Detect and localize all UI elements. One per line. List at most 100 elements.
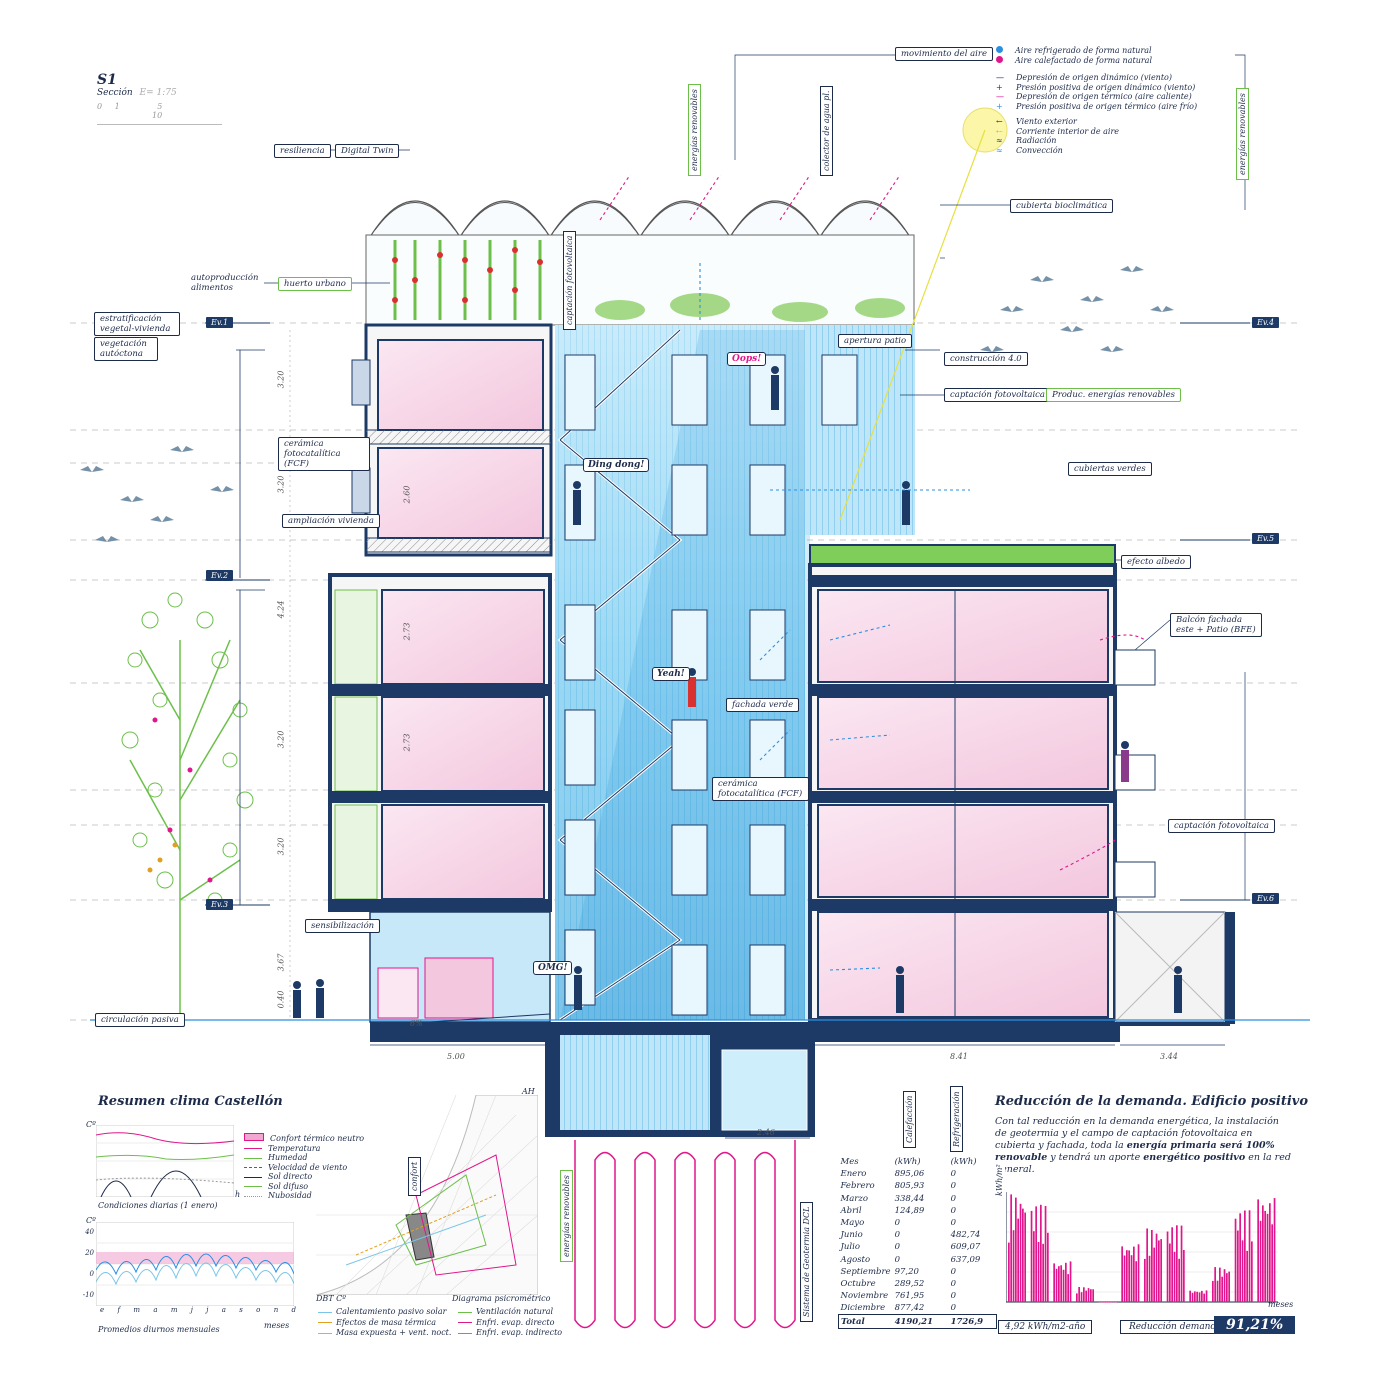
hum-line	[244, 1157, 262, 1159]
height-6: 3.67	[276, 953, 286, 972]
psychro-legend-5-label: Enfri. evap. indirecto	[476, 1328, 563, 1337]
demand-title: Reducción de la demanda. Edificio positi…	[995, 1094, 1308, 1109]
climate-legend-4-label: Sol directo	[268, 1172, 313, 1181]
month-2: m	[133, 1306, 141, 1314]
demand-bar	[1201, 1290, 1203, 1302]
h-label: h	[235, 1190, 241, 1199]
cell-heat: 0	[894, 1230, 900, 1241]
demand-bar	[1180, 1225, 1183, 1302]
cell-cool: 0	[950, 1218, 956, 1229]
demand-bar	[1037, 1242, 1040, 1302]
cell-heat: 895,06	[894, 1169, 925, 1180]
psychro-legend-1: Efectos de masa térmica	[318, 1318, 458, 1328]
psychro-legend-1-line	[318, 1322, 332, 1323]
cell-month: Octubre	[840, 1278, 876, 1289]
psychro-legend: Calentamiento pasivo solar Ventilación n…	[318, 1307, 562, 1338]
tag-energias-renovables-roof: energías renovables	[688, 84, 701, 176]
demand-bar	[1251, 1241, 1253, 1302]
width-right: 8.41	[950, 1052, 968, 1061]
scale-tick-5: 5	[157, 102, 163, 111]
tag-apertura-patio: apertura patio	[838, 334, 913, 348]
psychro-legend-2-label: Masa expuesta + vent. noct.	[336, 1328, 452, 1337]
demand-bar	[1196, 1291, 1198, 1302]
demand-bar	[1148, 1255, 1151, 1302]
psychro-legend-0: Calentamiento pasivo solar	[318, 1307, 458, 1317]
demand-bar	[1022, 1208, 1024, 1302]
demand-bar	[1112, 1302, 1115, 1303]
ytick-20: 20	[85, 1249, 94, 1257]
width-patio: 3.44	[1160, 1052, 1178, 1061]
height-room-2: 2.73	[402, 622, 412, 641]
cell-cool: 482,74	[950, 1230, 981, 1241]
tag-resiliencia: resiliencia	[274, 144, 331, 158]
demand-bar	[1144, 1258, 1146, 1302]
demand-bar	[1130, 1255, 1133, 1302]
minus-icon: —	[996, 73, 1004, 82]
level-ev4: Ev.4	[1252, 317, 1280, 328]
tag-construccion: construcción 4.0	[944, 352, 1028, 366]
demand-bar	[1008, 1242, 1010, 1302]
month-3: a	[153, 1306, 158, 1314]
cell-month: Diciembre	[840, 1303, 886, 1314]
radiation-icon: ≈	[996, 136, 1003, 145]
cell-month: Mayo	[840, 1218, 865, 1229]
legend-arrow-2-label: Radiación	[1016, 136, 1057, 145]
psychro-legend-3: Ventilación natural	[458, 1307, 558, 1317]
slope-label: 6%	[410, 1019, 423, 1028]
height-2: 3.20	[276, 475, 286, 494]
cell-month: Enero	[840, 1169, 867, 1180]
demand-bar	[1214, 1267, 1216, 1302]
psychro-ah: AH	[522, 1087, 535, 1096]
cell-heat: 0	[894, 1242, 900, 1253]
cell-total-label: Total	[841, 1316, 865, 1327]
climate-legend: Confort térmico neutro Temperatura Humed…	[244, 1133, 364, 1201]
th-unit-2: (kWh)	[950, 1157, 977, 1168]
demand-bar	[1166, 1231, 1169, 1302]
monthly-label: Promedios diurnos mensuales	[98, 1325, 220, 1334]
legend-sign-3: +Presión positiva de origen térmico (air…	[996, 102, 1236, 112]
demand-text-2: y tendrá un aporte	[1047, 1152, 1144, 1163]
demand-bar	[1216, 1280, 1219, 1302]
bubble-ding-dong: Ding dong!	[583, 458, 650, 472]
tag-captacion-1: captación fotovoltaica	[944, 388, 1051, 402]
climate-legend-0: Confort térmico neutro	[244, 1133, 364, 1144]
scale-line	[97, 120, 222, 125]
tag-cubierta-bioclimatica: cubierta bioclimática	[1010, 199, 1114, 213]
sun-direct-line	[244, 1176, 262, 1178]
month-4: m	[170, 1306, 178, 1314]
cell-month: Julio	[840, 1242, 860, 1253]
demand-bar	[1108, 1302, 1110, 1303]
section-subtitle-text: Sección	[97, 88, 133, 98]
section-subtitle: Sección E= 1:75	[97, 88, 177, 98]
cell-cool: 609,07	[950, 1242, 981, 1253]
legend-dot-cool-label: Aire refrigerado de forma natural	[1015, 46, 1152, 55]
demand-bar	[1205, 1290, 1208, 1302]
col-head-refrigeracion: Refrigeración	[950, 1086, 963, 1152]
tag-produc-energias: Produc. energías renovables	[1046, 388, 1181, 402]
daily-label: Condiciones diarias (1 enero)	[98, 1201, 218, 1210]
tag-captacion-2: captación fotovoltaica	[1168, 819, 1275, 833]
scale-tick-10: 10	[152, 111, 163, 120]
demand-bar	[1203, 1293, 1205, 1302]
cell-heat: 338,44	[894, 1193, 925, 1204]
tag-vegetacion: vegetación autóctona	[94, 337, 158, 361]
demand-bar	[1183, 1250, 1185, 1302]
height-room-3: 2.73	[402, 733, 412, 752]
demand-bar	[1135, 1261, 1137, 1302]
demand-bar	[1015, 1197, 1017, 1302]
demand-bar	[1151, 1230, 1153, 1302]
level-ev1: Ev.1	[206, 317, 234, 328]
demand-bar	[1237, 1230, 1239, 1302]
demand-bar	[1246, 1250, 1248, 1302]
legend-sign-0-label: Depresión de origen dinámico (viento)	[1016, 73, 1172, 82]
climate-legend-2: Humedad	[244, 1153, 364, 1163]
month-6: j	[206, 1306, 209, 1314]
demand-bar	[1262, 1205, 1264, 1302]
